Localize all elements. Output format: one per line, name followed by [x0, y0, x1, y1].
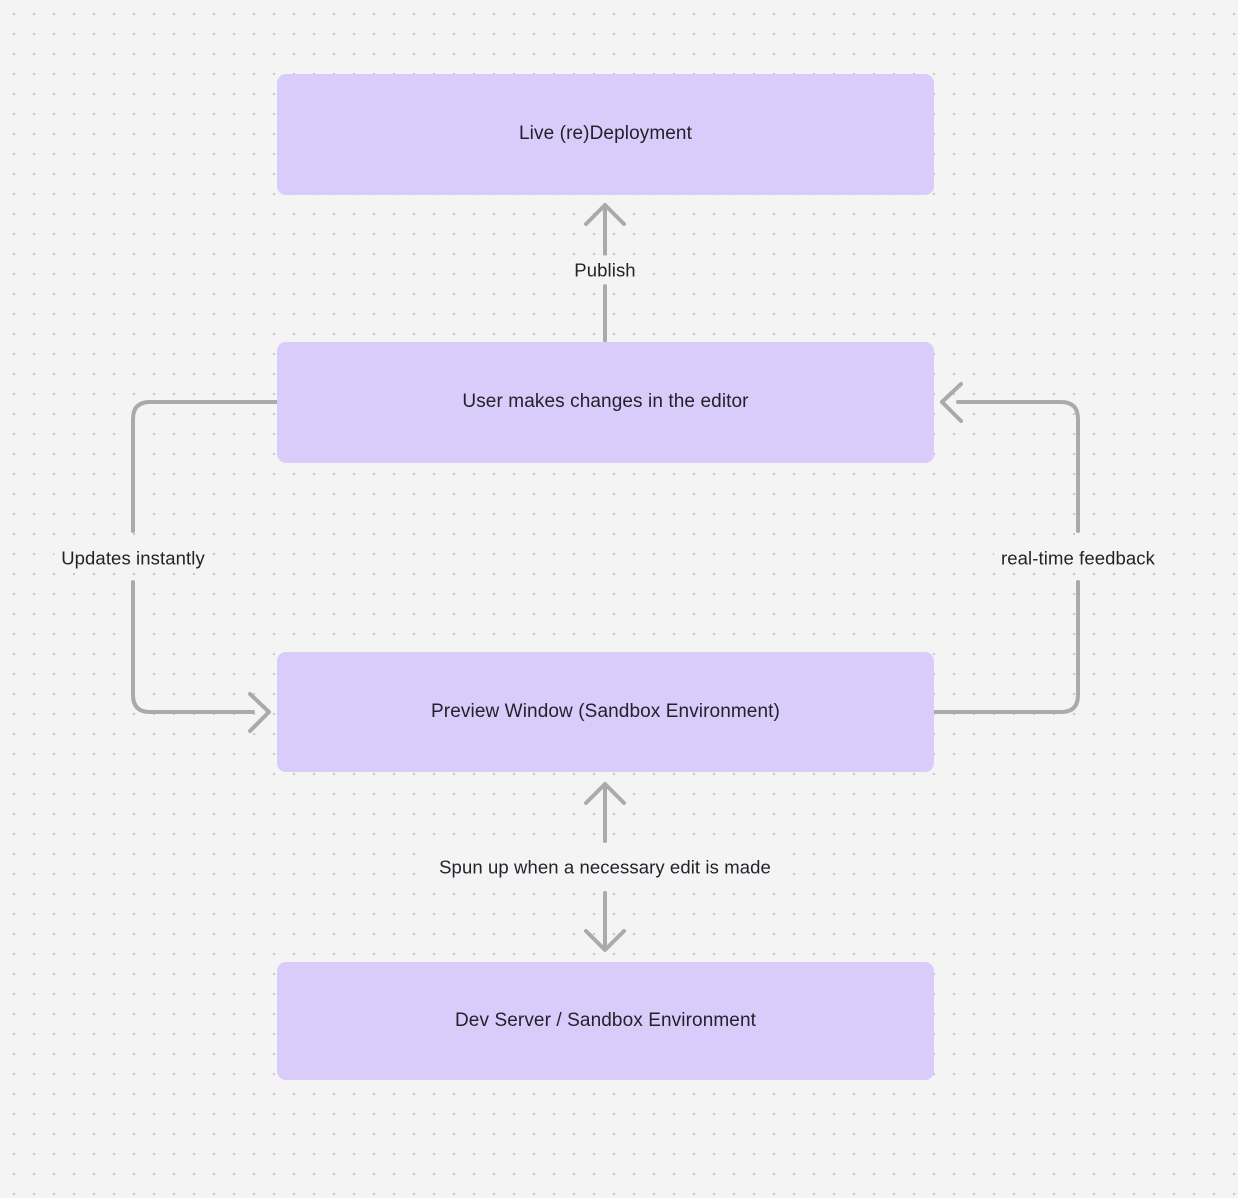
node-preview-window[interactable]: Preview Window (Sandbox Environment)	[277, 652, 934, 772]
edge-spunup-arrowhead-down-icon	[584, 929, 626, 952]
edge-realtime-arrowhead-icon	[940, 382, 963, 423]
edge-spunup-arrowhead-up-icon	[584, 782, 626, 805]
node-user-makes-changes[interactable]: User makes changes in the editor	[277, 342, 934, 463]
node-preview-window-label: Preview Window (Sandbox Environment)	[431, 700, 780, 722]
node-dev-server[interactable]: Dev Server / Sandbox Environment	[277, 962, 934, 1080]
edge-label-spun-up: Spun up when a necessary edit is made	[432, 852, 778, 882]
node-live-redeployment[interactable]: Live (re)Deployment	[277, 74, 934, 195]
edge-label-updates-instantly: Updates instantly	[54, 543, 212, 573]
node-live-redeployment-label: Live (re)Deployment	[519, 123, 692, 145]
node-user-makes-changes-label: User makes changes in the editor	[462, 391, 749, 413]
edge-realtime-line-lower	[932, 580, 1080, 714]
edge-updates-arrowhead-icon	[248, 692, 271, 733]
edge-updates-line-lower	[131, 580, 255, 714]
edge-updates-line-upper	[131, 400, 279, 533]
edge-publish-arrowhead-icon	[584, 203, 626, 226]
edge-label-publish: Publish	[567, 255, 643, 285]
node-dev-server-label: Dev Server / Sandbox Environment	[454, 1009, 756, 1031]
edge-label-real-time-feedback: real-time feedback	[994, 543, 1162, 573]
edge-realtime-line-upper	[956, 400, 1080, 533]
